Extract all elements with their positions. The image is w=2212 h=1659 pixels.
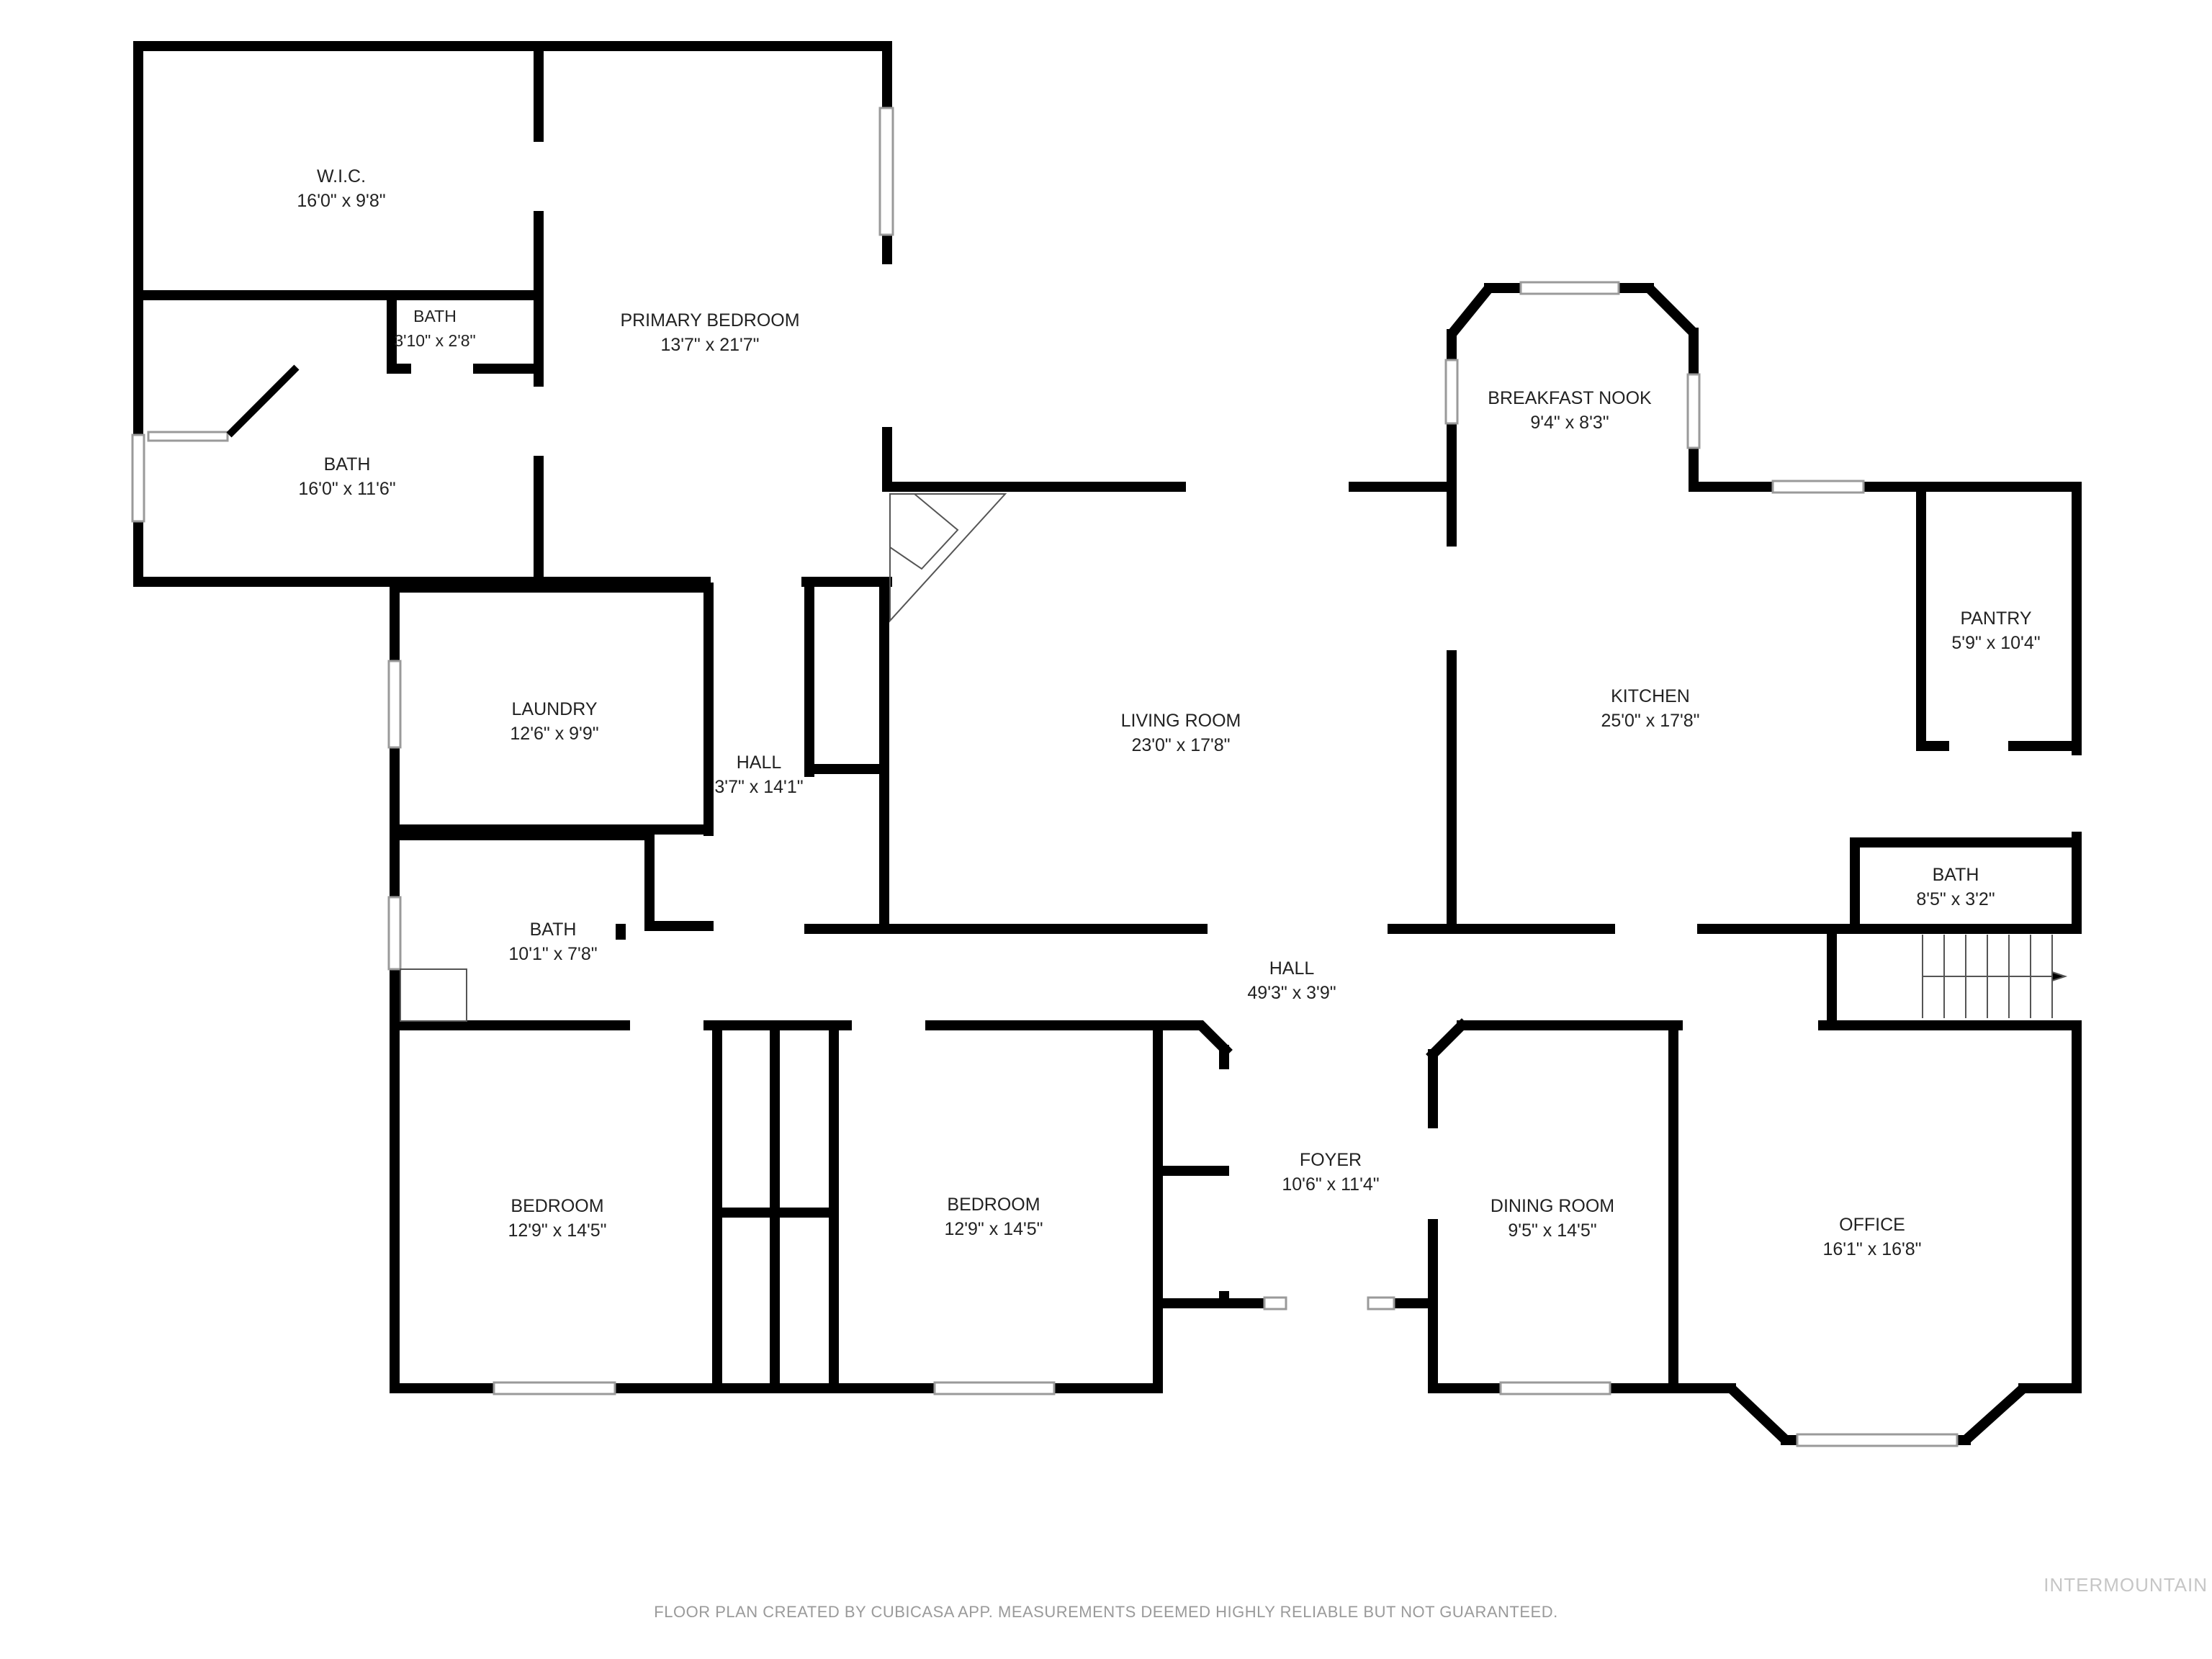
window-nook-right bbox=[1686, 373, 1701, 449]
fixtures bbox=[226, 364, 2068, 1022]
window-nook-top bbox=[1519, 281, 1620, 295]
room-name: BEDROOM bbox=[947, 1195, 1040, 1215]
room-name: LIVING ROOM bbox=[1120, 711, 1241, 731]
room-name: BATH bbox=[413, 307, 457, 325]
room-label-bedroom-2: BEDROOM 12'9" x 14'5" bbox=[944, 1192, 1043, 1241]
room-name: BATH bbox=[529, 920, 577, 940]
room-size: 10'6" x 11'4" bbox=[1282, 1174, 1380, 1195]
room-size: 16'0" x 11'6" bbox=[298, 479, 396, 499]
room-name: W.I.C. bbox=[316, 166, 367, 186]
window-bed1-bottom bbox=[493, 1381, 616, 1395]
bay-windows bbox=[1447, 284, 2027, 1444]
nook-bay-frame bbox=[1447, 284, 1697, 338]
walls bbox=[133, 41, 2082, 1445]
window-kitchen-top bbox=[1771, 480, 1865, 494]
window-laundry-left bbox=[387, 660, 402, 749]
window-dining-bottom bbox=[1499, 1381, 1611, 1395]
wall-bed-top3 bbox=[1148, 1020, 1233, 1057]
room-label-wic: W.I.C. 16'0" x 9'8" bbox=[297, 164, 385, 213]
room-size: 16'0" x 9'8" bbox=[297, 191, 386, 211]
window-bath-tub bbox=[147, 431, 229, 442]
room-label-foyer: FOYER 10'6" x 11'4" bbox=[1282, 1148, 1379, 1197]
room-label-breakfast-nook: BREAKFAST NOOK 9'4" x 8'3" bbox=[1488, 386, 1651, 435]
room-size: 12'9" x 14'5" bbox=[508, 1220, 607, 1241]
stairs-arrow bbox=[2051, 971, 2068, 982]
tub-diagonal bbox=[226, 364, 300, 438]
room-name: HALL bbox=[736, 752, 782, 773]
room-label-bedroom-1: BEDROOM 12'9" x 14'5" bbox=[508, 1194, 606, 1243]
shower-corner bbox=[400, 968, 467, 1022]
brand-watermark: INTERMOUNTAIN bbox=[2044, 1574, 2208, 1596]
room-size: 49'3" x 3'9" bbox=[1247, 983, 1336, 1003]
room-label-pantry: PANTRY 5'9" x 10'4" bbox=[1951, 606, 2040, 655]
room-label-bath-hall: BATH 10'1" x 7'8" bbox=[508, 917, 597, 966]
room-size: 12'9" x 14'5" bbox=[944, 1219, 1043, 1239]
room-label-laundry: LAUNDRY 12'6" x 9'9" bbox=[510, 697, 598, 746]
room-name: PRIMARY BEDROOM bbox=[620, 310, 800, 331]
room-label-hall-vertical: HALL 3'7" x 14'1" bbox=[714, 750, 803, 799]
room-size: 13'7" x 21'7" bbox=[660, 335, 760, 355]
window-bath-left bbox=[131, 433, 145, 523]
room-label-dining-room: DINING ROOM 9'5" x 14'5" bbox=[1491, 1194, 1614, 1243]
room-size: 25'0" x 17'8" bbox=[1601, 711, 1700, 731]
room-name: DINING ROOM bbox=[1490, 1196, 1615, 1216]
room-size: 3'7" x 14'1" bbox=[714, 777, 804, 797]
room-name: BEDROOM bbox=[511, 1196, 604, 1216]
room-label-bath-small: BATH 3'10" x 2'8" bbox=[394, 304, 475, 353]
room-name: LAUNDRY bbox=[511, 699, 598, 719]
window-foyer-side2 bbox=[1367, 1296, 1395, 1310]
room-size: 23'0" x 17'8" bbox=[1131, 735, 1231, 755]
disclaimer-footer: FLOOR PLAN CREATED BY CUBICASA APP. MEAS… bbox=[654, 1603, 1558, 1621]
room-size: 10'1" x 7'8" bbox=[508, 944, 598, 964]
window-foyer-side1 bbox=[1263, 1296, 1287, 1310]
room-size: 9'5" x 14'5" bbox=[1508, 1220, 1597, 1241]
room-size: 9'4" x 8'3" bbox=[1530, 413, 1609, 433]
window-bed2-bottom bbox=[933, 1381, 1056, 1395]
fireplace bbox=[889, 493, 1007, 623]
room-label-bath-primary: BATH 16'0" x 11'6" bbox=[298, 452, 395, 501]
wall-smallbath bbox=[387, 290, 411, 374]
room-name: KITCHEN bbox=[1611, 686, 1690, 706]
room-name: BATH bbox=[1932, 865, 1979, 885]
room-name: OFFICE bbox=[1839, 1215, 1905, 1235]
room-size: 5'9" x 10'4" bbox=[1951, 633, 2041, 653]
room-name: BATH bbox=[323, 454, 371, 475]
office-bay-frame bbox=[1727, 1384, 2027, 1444]
room-name: FOYER bbox=[1299, 1150, 1362, 1170]
stairs bbox=[1922, 935, 2065, 1018]
room-size: 12'6" x 9'9" bbox=[510, 724, 599, 744]
room-label-bath-right: BATH 8'5" x 3'2" bbox=[1916, 863, 1995, 912]
room-label-hall-main: HALL 49'3" x 3'9" bbox=[1247, 956, 1336, 1005]
room-size: 16'1" x 16'8" bbox=[1822, 1239, 1922, 1259]
room-label-kitchen: KITCHEN 25'0" x 17'8" bbox=[1601, 684, 1699, 733]
room-size: 8'5" x 3'2" bbox=[1916, 889, 1995, 909]
room-size: 3'10" x 2'8" bbox=[394, 331, 476, 350]
room-name: BREAKFAST NOOK bbox=[1488, 388, 1652, 408]
room-name: HALL bbox=[1269, 958, 1315, 979]
window-nook-left bbox=[1444, 359, 1459, 425]
window-office-bottom bbox=[1796, 1433, 1959, 1447]
room-label-living-room: LIVING ROOM 23'0" x 17'8" bbox=[1121, 709, 1241, 757]
room-label-office: OFFICE 16'1" x 16'8" bbox=[1822, 1213, 1921, 1262]
window-primary-right bbox=[878, 107, 894, 236]
room-label-primary-bedroom: PRIMARY BEDROOM 13'7" x 21'7" bbox=[620, 308, 799, 357]
room-name: PANTRY bbox=[1960, 608, 2032, 629]
window-bath2-left bbox=[387, 896, 402, 971]
windows bbox=[131, 107, 1959, 1447]
